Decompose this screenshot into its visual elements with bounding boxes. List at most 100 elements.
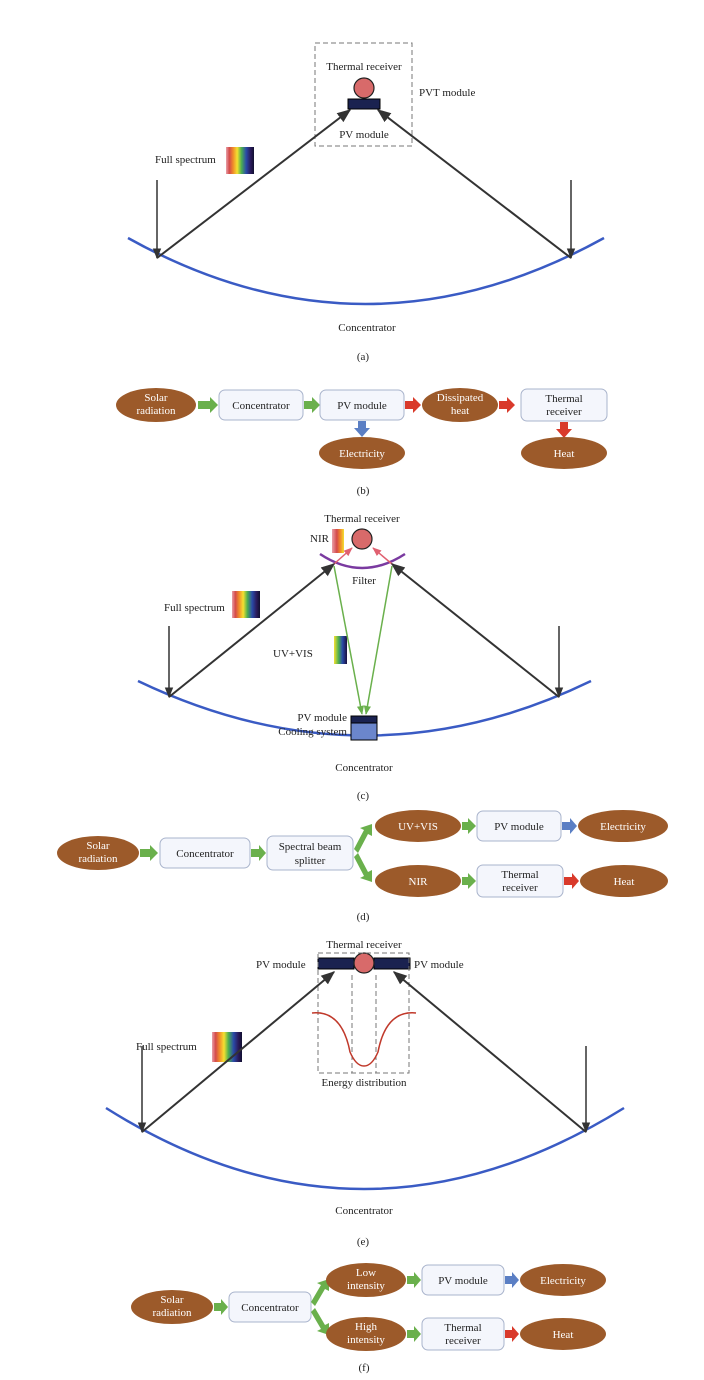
panel-d: Solar radiation Concentrator Spectral be… (57, 810, 668, 923)
pv-module-node-label: PV module (438, 1275, 488, 1287)
pv-module-left-label: PV module (256, 959, 306, 971)
flow-arrow (354, 421, 370, 437)
pv-module-icon (350, 715, 378, 724)
branch-arrow-up (354, 824, 372, 853)
thermal-receiver-label: Thermal receiver (324, 513, 400, 525)
flow-arrow (564, 873, 579, 889)
full-spectrum-label: Full spectrum (164, 602, 225, 614)
caption-f: (f) (359, 1362, 370, 1374)
flow-arrow (562, 818, 577, 834)
flow-arrow (462, 873, 476, 889)
pvt-module-box (314, 42, 413, 147)
splitter-node (266, 835, 354, 871)
energy-distribution-curve (311, 1012, 417, 1067)
pv-module-node-label: PV module (337, 400, 387, 412)
dissipated-heat-node (422, 388, 498, 422)
filter-label: Filter (352, 575, 376, 587)
concentrator-dish (127, 236, 605, 306)
flow-arrow (556, 422, 572, 438)
solar-radiation-line2: radiation (152, 1307, 192, 1319)
panel-a: Thermal receiver PV module PVT module Fu… (127, 42, 605, 363)
heat-label: Heat (614, 876, 635, 888)
pv-module-left-icon (317, 957, 355, 970)
flow-arrow (499, 397, 515, 413)
thermal-receiver-line1: Thermal (444, 1322, 481, 1334)
nir-spectrum-icon (332, 529, 344, 553)
panel-f: Solar radiation Concentrator Low intensi… (131, 1263, 606, 1374)
thermal-receiver-line2: receiver (445, 1335, 481, 1347)
flow-arrow (140, 845, 158, 861)
solar-radiation-node (57, 836, 139, 870)
thermal-receiver-label: Thermal receiver (326, 939, 402, 951)
panel-e: Thermal receiver PV module PV module Ene… (105, 939, 625, 1248)
flow-arrow (198, 397, 218, 413)
concentrator-node-label: Concentrator (232, 400, 290, 412)
concentrator-label: Concentrator (335, 1205, 393, 1217)
heat-node (521, 437, 607, 469)
pv-module-right-icon (373, 957, 411, 970)
solar-radiation-node (116, 388, 196, 422)
reflected-ray-right (376, 109, 572, 259)
caption-a: (a) (357, 351, 370, 363)
nir-ray-right (372, 547, 393, 565)
pv-module-node-label: PV module (494, 821, 544, 833)
filter-curve (319, 552, 406, 570)
caption-b: (b) (357, 485, 370, 497)
spectrum-icon (226, 147, 254, 174)
solar-radiation-line2: radiation (78, 853, 118, 865)
pv-module-right-label: PV module (414, 959, 464, 971)
panel-c: Thermal receiver NIR Filter Full spectru… (137, 513, 592, 802)
splitter-line2: splitter (295, 855, 326, 867)
pv-module-label: PV module (339, 129, 389, 141)
nir-node (375, 865, 461, 897)
thermal-receiver-line1: Thermal (501, 869, 538, 881)
panel-b: Solar radiation Concentrator PV module D… (116, 388, 608, 497)
spectrum-icon (232, 591, 260, 618)
uv-vis-node (375, 810, 461, 842)
spectrum-icon (212, 1032, 242, 1062)
solar-radiation-line2: radiation (136, 405, 176, 417)
heat-label: Heat (553, 1329, 574, 1341)
flow-arrow (462, 818, 476, 834)
concentrator-dish (105, 1106, 625, 1191)
electricity-label: Electricity (600, 821, 646, 833)
heat-node (520, 1318, 606, 1350)
full-spectrum-label: Full spectrum (136, 1041, 197, 1053)
thermal-receiver-line2: receiver (546, 406, 582, 418)
low-intensity-line2: intensity (347, 1280, 385, 1292)
thermal-receiver-label: Thermal receiver (326, 61, 402, 73)
energy-distribution-label: Energy distribution (321, 1077, 407, 1089)
pvt-module-label: PVT module (419, 87, 475, 99)
flow-arrow (407, 1326, 421, 1342)
solar-radiation-line1: Solar (86, 840, 110, 852)
concentrator-node-label: Concentrator (176, 848, 234, 860)
caption-d: (d) (357, 911, 370, 923)
cooling-system-label: Cooling system (278, 726, 347, 738)
nir-ray-left (333, 547, 353, 565)
branch-arrow-up (311, 1279, 329, 1306)
reflected-ray-right (390, 563, 560, 698)
thermal-receiver-icon (353, 952, 375, 974)
reflected-ray-right (392, 971, 587, 1133)
caption-e: (e) (357, 1236, 370, 1248)
flow-arrow (214, 1299, 228, 1315)
dissipated-heat-line2: heat (451, 405, 469, 417)
concentrator-node (228, 1291, 312, 1323)
branch-arrow-down (354, 853, 372, 882)
pv-module-node (421, 1264, 505, 1296)
pv-module-icon (347, 98, 381, 110)
thermal-receiver-node (520, 388, 608, 422)
flow-arrow (407, 1272, 421, 1288)
heat-label: Heat (554, 448, 575, 460)
flow-arrow (251, 845, 266, 861)
uv-vis-spectrum-icon (334, 636, 347, 664)
solar-radiation-line1: Solar (160, 1294, 184, 1306)
electricity-node (578, 810, 668, 842)
nir-label: NIR (409, 876, 429, 888)
concentrator-node-label: Concentrator (241, 1302, 299, 1314)
thermal-receiver-line2: receiver (502, 882, 538, 894)
concentrator-label: Concentrator (338, 322, 396, 334)
electricity-label: Electricity (339, 448, 385, 460)
nir-label: NIR (310, 533, 330, 545)
full-spectrum-label: Full spectrum (155, 154, 216, 166)
